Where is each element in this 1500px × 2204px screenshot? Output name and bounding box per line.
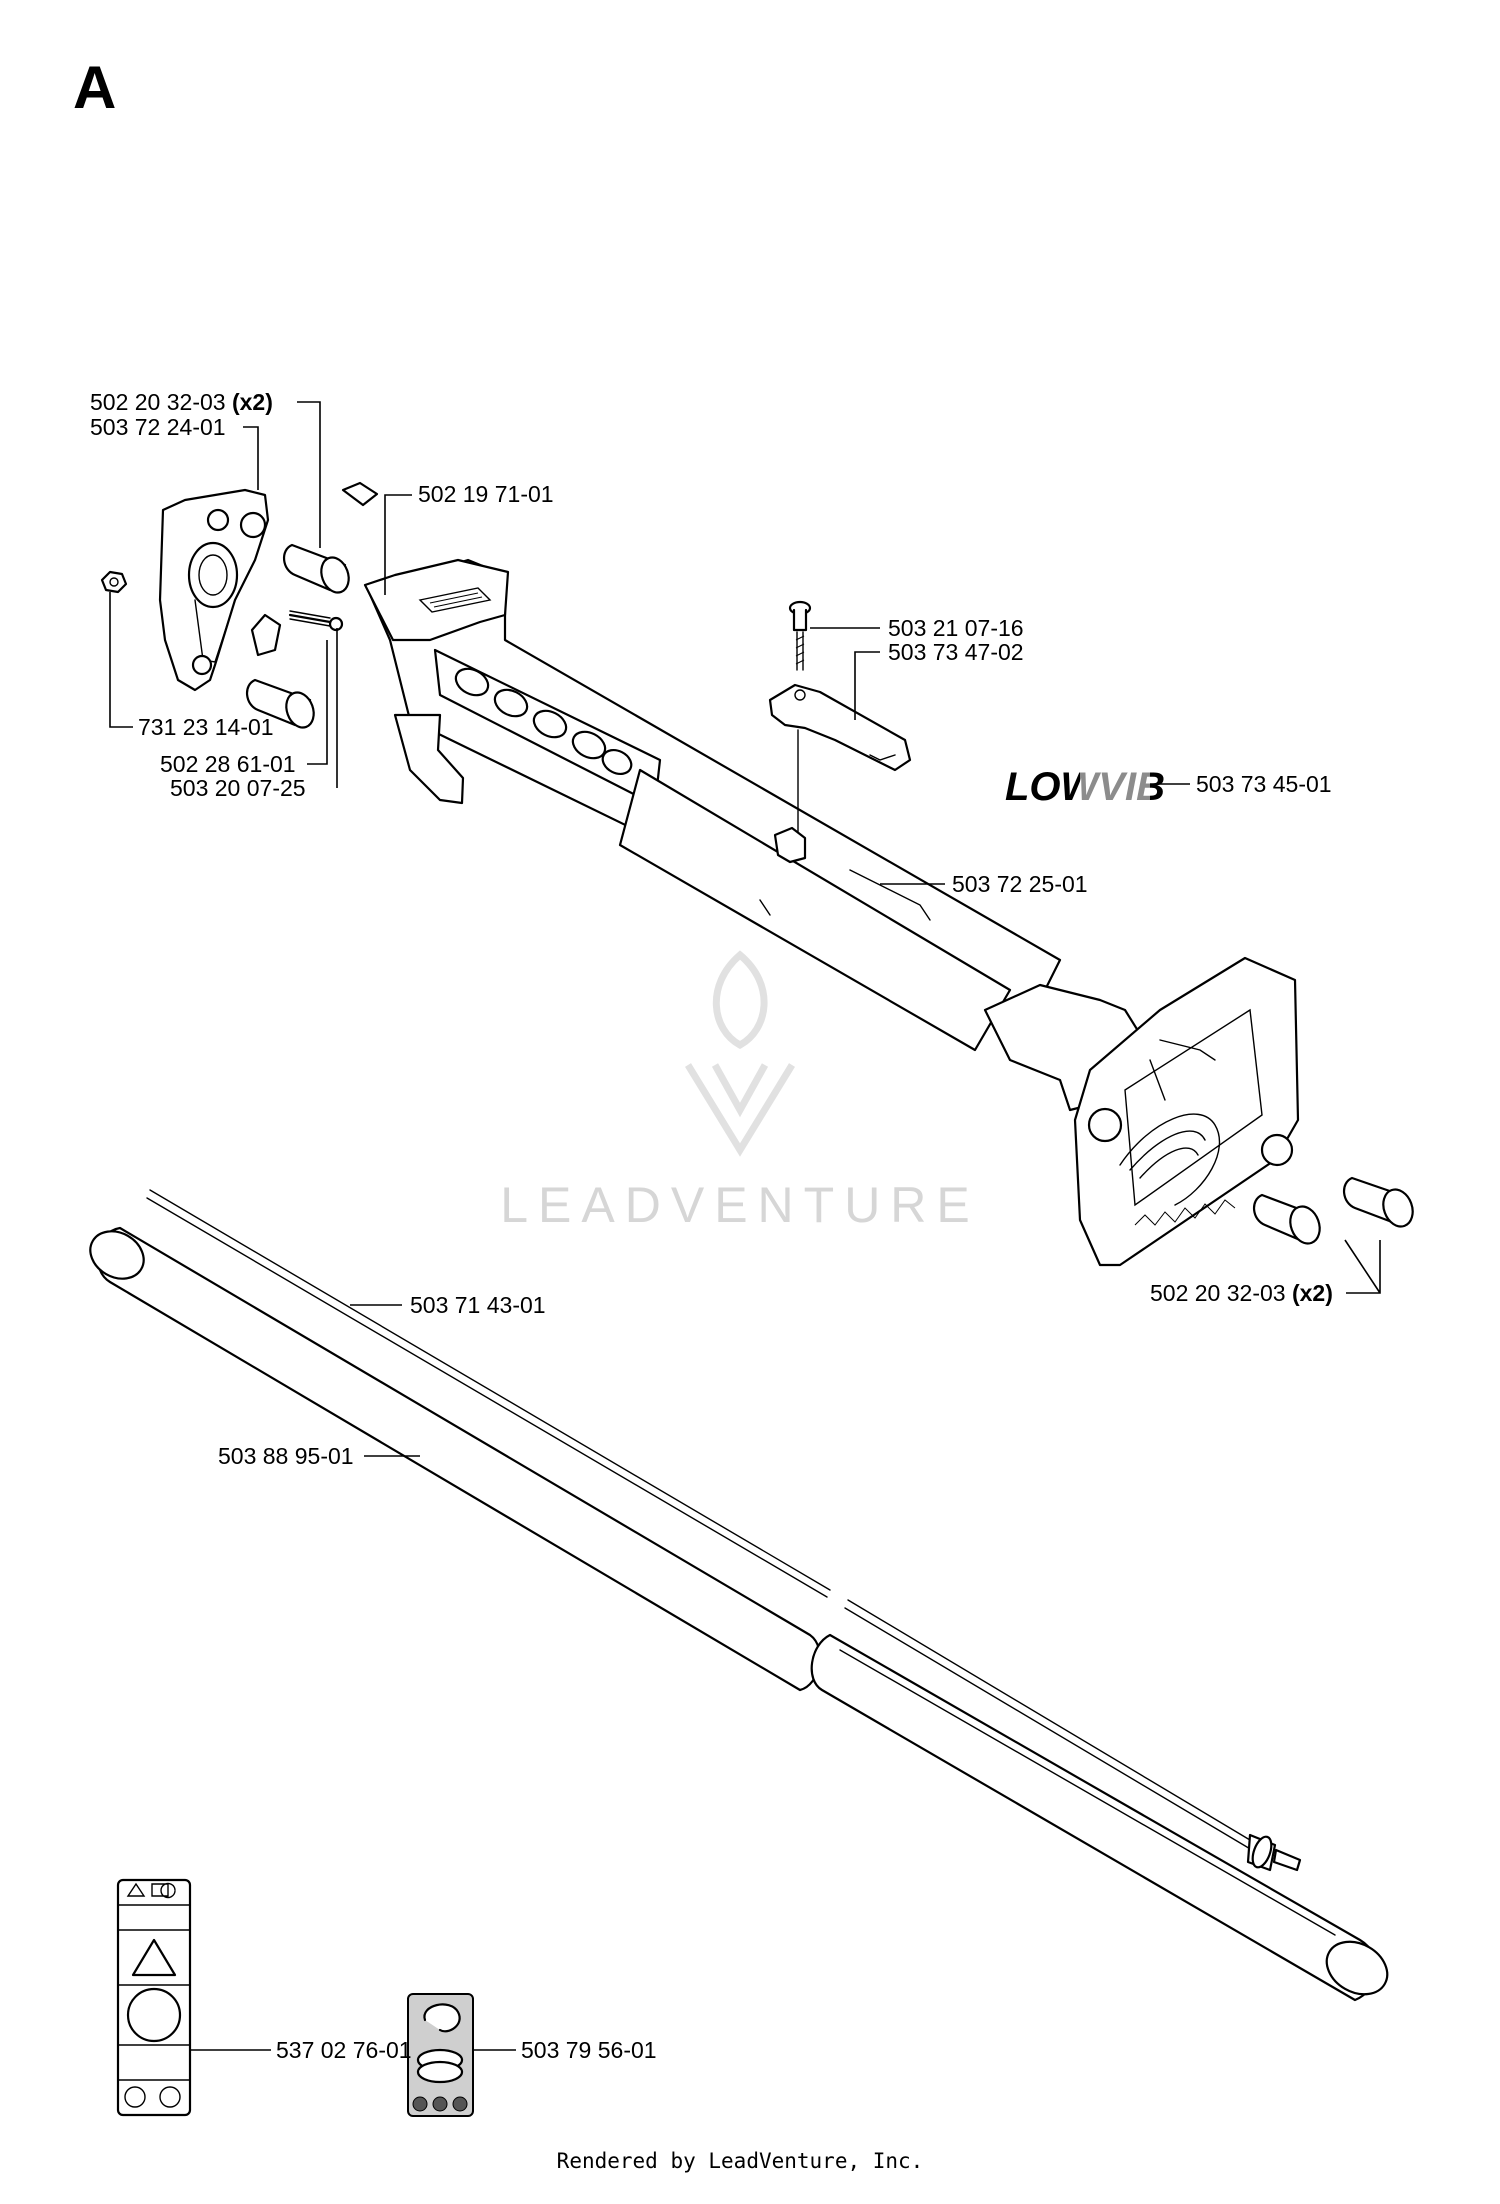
label-bolt: 503 20 07-25 [170,775,306,801]
label-drive-shaft: 503 71 43-01 [410,1292,546,1318]
lowvib-decal: LOWVIB [1003,765,1165,809]
pin-drawing [773,826,807,864]
drive-shaft-drawing [146,1189,1302,1872]
handle-bracket-drawing [158,488,270,692]
section-letter: A [73,54,116,121]
label-shaft-tube: 503 88 95-01 [218,1443,354,1469]
warning-decal-drawing [116,1878,192,2117]
grip-caps-bottom-drawing [1253,1176,1414,1245]
shaft-housing-drawing [363,558,1300,1267]
watermark-text: LEADVENTURE [500,1177,980,1233]
label-handle-bracket: 503 72 24-01 [90,414,226,440]
square-nut-drawing [341,481,379,507]
label-clamp: 502 28 61-01 [160,751,296,777]
leadventure-watermark: LEADVENTURE [500,950,980,1233]
shaft-tube-drawing [89,1226,1389,2002]
hex-nut-drawing [100,570,128,594]
footer-credit: Rendered by LeadVenture, Inc. [557,2149,924,2173]
label-square-nut: 502 19 71-01 [418,481,554,507]
label-grip-cap-bottom: 502 20 32-03 (x2) [1150,1280,1333,1306]
label-warning-decal: 537 02 76-01 [276,2037,412,2063]
part-labels: 502 20 32-03 (x2) 503 72 24-01 502 19 71… [90,389,1333,2063]
trimmer-head-decal-drawing [407,1993,474,2117]
clamp-and-bolt-drawing [250,610,344,657]
label-long-screw: 503 21 07-16 [888,615,1024,641]
throttle-bracket-drawing [768,683,912,841]
leader-lines [109,401,1381,2051]
label-throttle-bracket: 503 73 47-02 [888,639,1024,665]
grip-caps-top-drawing [246,543,350,729]
label-trimmer-head-decal: 503 79 56-01 [521,2037,657,2063]
label-shaft-housing: 503 72 25-01 [952,871,1088,897]
label-decal: 503 73 45-01 [1196,771,1332,797]
long-screw-drawing [788,600,812,671]
label-grip-cap-top: 502 20 32-03 (x2) [90,389,273,415]
label-hex-nut: 731 23 14-01 [138,714,274,740]
